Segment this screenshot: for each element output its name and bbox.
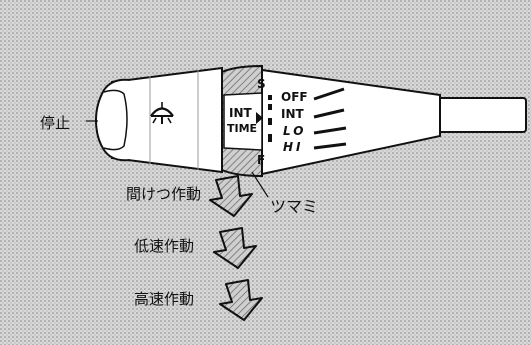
ring-s-label: S bbox=[257, 77, 266, 91]
ring-window bbox=[223, 92, 263, 151]
scale-mark bbox=[268, 118, 272, 125]
down-arrow-icon bbox=[219, 279, 263, 321]
low-speed-label: 低速作動 bbox=[134, 237, 194, 255]
down-arrow-icon bbox=[209, 175, 253, 217]
high-speed-label: 高速作動 bbox=[134, 290, 194, 308]
down-arrow-icon bbox=[213, 227, 257, 269]
scale-mark bbox=[268, 104, 272, 110]
position-lo: LO bbox=[283, 124, 306, 138]
intermittent-label: 間けつ作動 bbox=[126, 185, 201, 203]
position-lo-mark bbox=[313, 126, 347, 135]
lever-body bbox=[261, 68, 441, 176]
windshield-washer-icon bbox=[150, 102, 174, 124]
position-off: OFF bbox=[281, 90, 308, 104]
position-hi: HI bbox=[283, 140, 304, 154]
scale-mark bbox=[268, 134, 272, 142]
lever-end-cap bbox=[94, 78, 131, 162]
cap-rim bbox=[103, 89, 128, 151]
ring-f-label: F bbox=[257, 153, 265, 167]
cylinder-shading bbox=[149, 70, 199, 170]
position-hi-mark bbox=[313, 142, 347, 150]
lever-tube bbox=[437, 97, 527, 133]
position-int: INT bbox=[281, 107, 305, 121]
stop-label: 停止 bbox=[40, 114, 70, 132]
ring-time-label: TIME bbox=[227, 122, 257, 135]
scale-mark bbox=[268, 95, 272, 100]
triangle-pointer-icon bbox=[256, 112, 263, 124]
knob-label: ツマミ bbox=[270, 197, 318, 216]
position-off-mark bbox=[313, 87, 345, 101]
knob-leader bbox=[251, 171, 269, 198]
position-int-mark bbox=[313, 108, 345, 119]
ring-int-label: INT bbox=[229, 106, 253, 120]
